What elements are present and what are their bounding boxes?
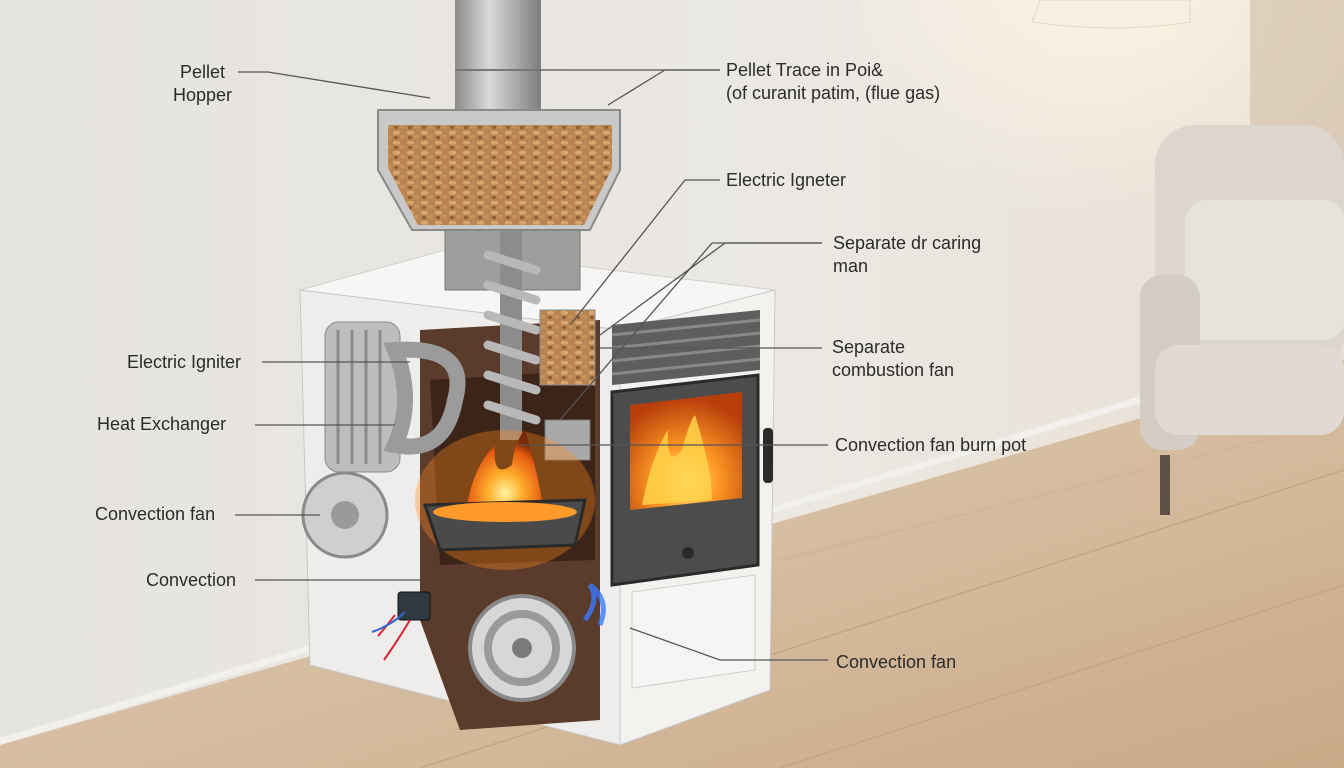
armchair [1140,125,1344,515]
leader-lines [235,69,828,661]
label-electric-igniter: Electric Igniter [127,352,242,372]
pellets-in-hopper [388,125,612,225]
label-convection: Convection [146,570,237,590]
lamp-shade [1031,0,1191,29]
label-pellet-hopper: Pellet Hopper [173,62,233,105]
igniter-block [544,419,591,461]
floor-board-line [779,419,1344,561]
label-separate-combustion-fan: Separate combustion fan [832,337,955,380]
label-convection-fan-left: Convection fan [95,504,216,524]
left-convection-fan [301,471,389,559]
combustion-fan [468,594,576,702]
door-handle [763,428,773,483]
label-separate-dr-caring: Separate dr caring man [833,233,982,276]
label-convection-fan-bottom: Convection fan [836,652,957,672]
pellet-feed-box [539,309,596,386]
door-knob [682,547,694,559]
label-convection-fan-burn-pot: Convection fan burn pot [835,435,1027,455]
label-pellet-trace: Pellet Trace in Poi& (of curanit patim, … [726,60,941,103]
flue-pipe [455,0,541,110]
label-heat-exchanger: Heat Exchanger [97,414,227,434]
window-flame [642,415,712,505]
floor-board-line [779,584,1344,768]
blue-airflow [582,583,606,626]
control-board [397,591,431,621]
flame [465,430,545,520]
auger-screw [483,230,541,440]
label-electric-igneter: Electric Igneter [726,170,847,190]
heat-exchanger [324,321,466,473]
ash-drawer [631,574,756,689]
